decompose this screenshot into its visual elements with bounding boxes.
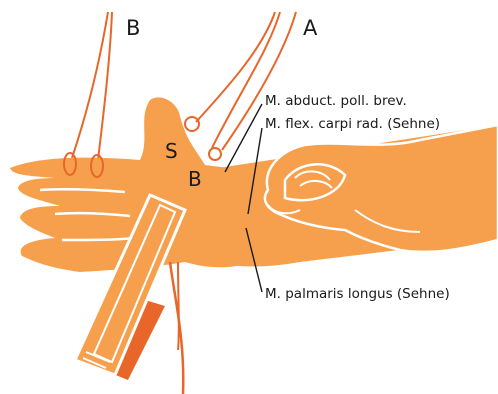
- stimulator-cable: [170, 262, 183, 394]
- muscle-label-abduct: M. abduct. poll. brev.: [265, 93, 407, 109]
- electrode-label-s: S: [165, 139, 178, 163]
- wire-left-outer: [72, 12, 108, 158]
- wire-label-right: A: [303, 16, 318, 40]
- muscle-label-palmaris: M. palmaris longus (Sehne): [265, 286, 450, 302]
- electrode-loop-2: [209, 148, 221, 160]
- electrode-label-b: B: [188, 167, 202, 191]
- stimulator-cable-2: [178, 262, 179, 350]
- wire-label-left: B: [126, 16, 140, 40]
- electrode-loop-1: [185, 117, 199, 131]
- muscle-label-flex: M. flex. carpi rad. (Sehne): [265, 116, 440, 132]
